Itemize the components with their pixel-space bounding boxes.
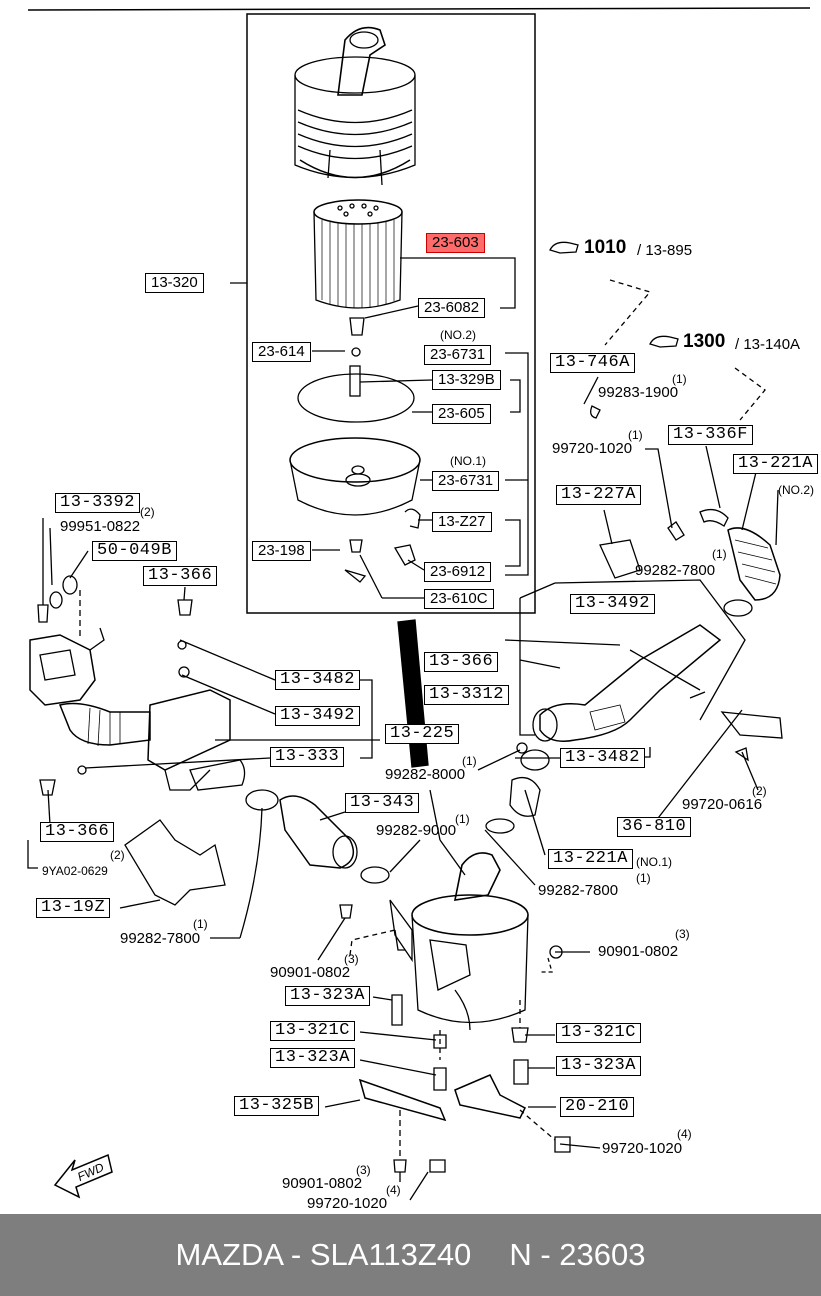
label-13-329b[interactable]: 13-329B xyxy=(432,370,501,390)
label-13-3482-a[interactable]: 13-3482 xyxy=(275,670,360,690)
label-qty-3-b: (3) xyxy=(344,952,359,966)
label-23-6731-a[interactable]: 23-6731 xyxy=(424,345,492,365)
label-23-603-highlighted[interactable]: 23-603 xyxy=(426,233,485,253)
intake-elbow-drawing xyxy=(532,624,722,742)
label-qty-1-g: (1) xyxy=(193,917,208,931)
label-13-3492-a[interactable]: 13-3492 xyxy=(570,594,655,614)
label-13-321c-b[interactable]: 13-321C xyxy=(556,1023,641,1043)
label-23-614[interactable]: 23-614 xyxy=(252,342,311,362)
label-qty-2-a: (2) xyxy=(140,505,155,519)
label-13-366-a[interactable]: 13-366 xyxy=(143,566,218,586)
label-13-321c-a[interactable]: 13-321C xyxy=(270,1021,355,1041)
ref-1010-sub: / 13-895 xyxy=(637,242,693,259)
label-99282-7800-b[interactable]: 99282-7800 xyxy=(538,882,619,899)
footer-bar: MAZDA - SLA113Z40 N - 23603 xyxy=(0,1214,821,1296)
label-13-366-b[interactable]: 13-366 xyxy=(424,652,499,672)
fwd-arrow-drawing xyxy=(53,1153,113,1199)
filter-element-drawing xyxy=(313,199,403,309)
label-13-336f[interactable]: 13-336F xyxy=(668,425,753,445)
label-13-3312[interactable]: 13-3312 xyxy=(424,685,509,705)
label-qty-1-c: (1) xyxy=(712,547,727,561)
label-99282-7800-a[interactable]: 99282-7800 xyxy=(635,562,716,579)
label-50-049b[interactable]: 50-049B xyxy=(92,541,177,561)
label-no2-a: (NO.2) xyxy=(440,328,476,342)
air-cleaner-cover-drawing xyxy=(294,26,416,186)
label-13-320[interactable]: 13-320 xyxy=(145,273,204,293)
footer-part-ref: MAZDA - SLA113Z40 xyxy=(175,1237,472,1272)
label-99282-9000[interactable]: 99282-9000 xyxy=(376,822,457,839)
label-36-810[interactable]: 36-810 xyxy=(617,817,692,837)
label-qty-1-e: (1) xyxy=(455,812,470,826)
ref-1300-sub: / 13-140A xyxy=(735,336,801,353)
label-23-605[interactable]: 23-605 xyxy=(432,404,491,424)
ref-1300-hand-icon xyxy=(649,335,679,348)
label-13-3492-b[interactable]: 13-3492 xyxy=(275,706,360,726)
left-hose-drawing xyxy=(58,702,151,747)
label-13-366-c[interactable]: 13-366 xyxy=(40,822,115,842)
label-13-325b[interactable]: 13-325B xyxy=(234,1096,319,1116)
label-13-221a-mid[interactable]: 13-221A xyxy=(548,849,633,869)
label-90901-0802-a[interactable]: 90901-0802 xyxy=(598,943,679,960)
label-90901-0802-b[interactable]: 90901-0802 xyxy=(270,964,351,981)
label-99282-7800-c[interactable]: 99282-7800 xyxy=(120,930,201,947)
left-bracket-drawing xyxy=(29,627,105,706)
ref-1010[interactable]: 1010 xyxy=(584,237,627,258)
label-qty-2-c: (2) xyxy=(110,848,125,862)
label-90901-0802-c[interactable]: 90901-0802 xyxy=(282,1175,363,1192)
label-qty-2-b: (2) xyxy=(752,784,767,798)
ref-1300[interactable]: 1300 xyxy=(683,331,726,352)
label-23-6912[interactable]: 23-6912 xyxy=(424,562,492,582)
label-qty-1-b: (1) xyxy=(628,428,643,442)
label-13-3392[interactable]: 13-3392 xyxy=(55,493,140,513)
label-qty-3-a: (3) xyxy=(675,927,690,941)
label-99720-1020-a[interactable]: 99720-1020 xyxy=(552,440,633,457)
label-99283-1900[interactable]: 99283-1900 xyxy=(598,384,679,401)
footer-number: N - 23603 xyxy=(509,1237,646,1272)
wing-nut-drawing xyxy=(349,317,365,336)
label-13-323a-a[interactable]: 13-323A xyxy=(285,986,370,1006)
label-99720-0616[interactable]: 99720-0616 xyxy=(682,796,763,813)
label-13-323a-b[interactable]: 13-323A xyxy=(270,1048,355,1068)
label-qty-4-a: (4) xyxy=(677,1127,692,1141)
label-13-z27[interactable]: 13-Z27 xyxy=(432,512,492,532)
label-99720-1020-c[interactable]: 99720-1020 xyxy=(307,1195,388,1212)
label-99282-8000[interactable]: 99282-8000 xyxy=(385,766,466,783)
parts-diagram: 23-603 23-6082 13-320 23-614 (NO.2) 23-6… xyxy=(27,7,818,1212)
label-no1-b: (NO.1) xyxy=(636,855,672,869)
label-9ya02-0629[interactable]: 9YA02-0629 xyxy=(42,864,108,878)
label-99951-0822[interactable]: 99951-0822 xyxy=(60,518,141,535)
label-qty-1-a: (1) xyxy=(672,372,687,386)
label-qty-1-d: (1) xyxy=(462,754,477,768)
ref-1010-hand-icon xyxy=(549,241,579,254)
label-13-19z[interactable]: 13-19Z xyxy=(36,898,111,918)
hose-13-343-drawing xyxy=(279,795,358,869)
label-qty-1-f: (1) xyxy=(636,871,651,885)
label-23-6731-b[interactable]: 23-6731 xyxy=(432,471,500,491)
label-13-333[interactable]: 13-333 xyxy=(270,747,345,767)
label-no1-a: (NO.1) xyxy=(450,454,486,468)
label-13-221a-top[interactable]: 13-221A xyxy=(733,454,818,474)
label-23-6082[interactable]: 23-6082 xyxy=(418,298,486,318)
label-13-746a[interactable]: 13-746A xyxy=(550,353,635,373)
label-23-198[interactable]: 23-198 xyxy=(252,541,311,561)
diagram-drawing xyxy=(27,7,811,1201)
gasket-ring-drawing xyxy=(297,373,415,423)
label-no2-b: (NO.2) xyxy=(778,483,814,497)
label-13-323a-c[interactable]: 13-323A xyxy=(556,1056,641,1076)
resonator-drawing xyxy=(147,689,246,791)
label-13-3482-b[interactable]: 13-3482 xyxy=(560,748,645,768)
label-23-610c[interactable]: 23-610C xyxy=(424,589,494,609)
air-cleaner-body-drawing xyxy=(389,852,529,1031)
label-99720-1020-b[interactable]: 99720-1020 xyxy=(602,1140,683,1157)
exploded-view-frame xyxy=(246,13,536,614)
label-qty-4-b: (4) xyxy=(386,1183,401,1197)
label-13-343[interactable]: 13-343 xyxy=(345,793,420,813)
label-13-225[interactable]: 13-225 xyxy=(385,724,460,744)
label-qty-3-c: (3) xyxy=(356,1163,371,1177)
filter-case-drawing xyxy=(289,437,421,516)
label-13-227a[interactable]: 13-227A xyxy=(556,485,641,505)
label-20-210[interactable]: 20-210 xyxy=(560,1097,635,1117)
